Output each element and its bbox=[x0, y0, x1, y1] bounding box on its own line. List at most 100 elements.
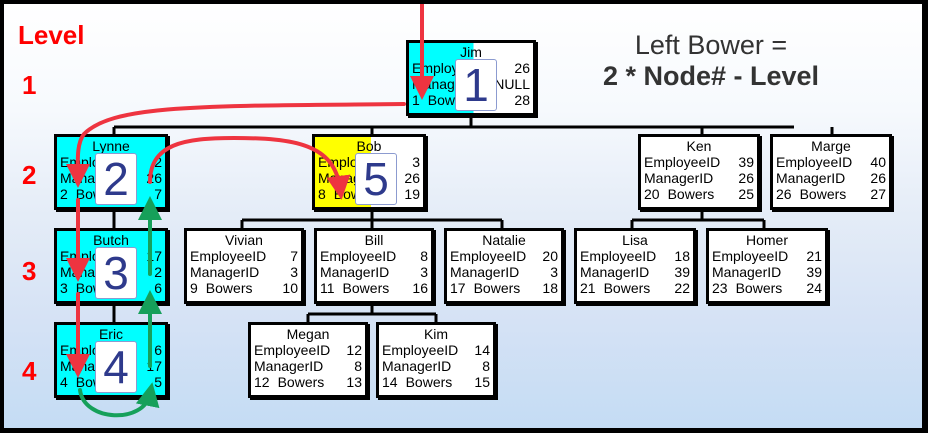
node-name: Jim bbox=[460, 44, 482, 60]
manager-id-label: ManagerID bbox=[580, 264, 650, 280]
manager-id-label: ManagerID bbox=[190, 264, 260, 280]
employee-id-label: EmployeeID bbox=[712, 248, 789, 264]
right-bower-value: 15 bbox=[474, 374, 490, 390]
node-name: Marge bbox=[811, 138, 851, 154]
left-bower-value: 21 bbox=[580, 280, 596, 296]
employee-id-label: EmployeeID bbox=[382, 342, 459, 358]
formula-line-2: 2 * Node# - Level bbox=[602, 61, 820, 91]
employee-id-value: 14 bbox=[474, 342, 490, 358]
left-bower-value: 20 bbox=[644, 186, 660, 202]
manager-id-value: 8 bbox=[482, 358, 490, 374]
node-name: Lisa bbox=[622, 232, 648, 248]
connector-bob-children bbox=[240, 212, 504, 230]
connector-bill-children bbox=[306, 306, 438, 324]
left-bower-value: 3 bbox=[60, 280, 68, 296]
employee-id-value: 26 bbox=[514, 60, 530, 76]
left-bower-value: 17 bbox=[450, 280, 466, 296]
left-bower-value: 11 bbox=[320, 280, 335, 296]
arrow-lynne-to-bob bbox=[148, 135, 351, 200]
right-bower-value: 13 bbox=[346, 374, 362, 390]
manager-id-label: ManagerID bbox=[776, 170, 846, 186]
right-bower-value: 10 bbox=[282, 280, 298, 296]
node-name: Bob bbox=[356, 138, 382, 154]
left-bower-value: 12 bbox=[254, 374, 270, 390]
manager-id-value: 8 bbox=[354, 358, 362, 374]
employee-id-label: EmployeeID bbox=[254, 342, 331, 358]
node-name: Bill bbox=[364, 232, 384, 248]
manager-id-value: 3 bbox=[420, 264, 428, 280]
employee-id-value: 12 bbox=[346, 342, 362, 358]
employee-id-label: EmployeeID bbox=[580, 248, 657, 264]
node-name: Lynne bbox=[92, 138, 130, 154]
employee-id-value: 20 bbox=[542, 248, 558, 264]
connector-ken-children bbox=[630, 212, 766, 230]
traversal-order-badge: 3 bbox=[95, 247, 137, 299]
left-bower-value: 4 bbox=[60, 374, 68, 390]
left-bower-value: 26 bbox=[776, 186, 792, 202]
bowers-label: Bowers bbox=[405, 374, 453, 390]
manager-id-label: ManagerID bbox=[320, 264, 390, 280]
employee-id-value: 6 bbox=[154, 342, 162, 358]
level-1-label: 1 bbox=[22, 70, 37, 100]
employee-id-label: EmployeeID bbox=[320, 248, 397, 264]
right-bower-value: 24 bbox=[806, 280, 822, 296]
nested-set-diagram: Level 1 2 3 4 Left Bower = 2 * Node# - L… bbox=[4, 4, 922, 428]
employee-id-value: 8 bbox=[420, 248, 428, 264]
employee-id-value: 39 bbox=[738, 154, 754, 170]
manager-id-label: ManagerID bbox=[712, 264, 782, 280]
level-3-label: 3 bbox=[22, 256, 37, 286]
right-bower-value: 19 bbox=[404, 186, 420, 202]
manager-id-value: NULL bbox=[494, 76, 530, 92]
right-bower-value: 27 bbox=[870, 186, 886, 202]
traversal-arrows bbox=[65, 4, 434, 418]
traversal-order-badge: 2 bbox=[95, 153, 137, 205]
manager-id-label: ManagerID bbox=[254, 358, 324, 374]
right-bower-value: 16 bbox=[412, 280, 428, 296]
bowers-label: Bowers bbox=[205, 280, 253, 296]
right-bower-value: 5 bbox=[154, 374, 162, 390]
manager-id-value: 2 bbox=[154, 264, 162, 280]
right-bower-value: 6 bbox=[154, 280, 162, 296]
left-bower-value: 2 bbox=[60, 186, 68, 202]
manager-id-label: ManagerID bbox=[450, 264, 520, 280]
manager-id-value: 39 bbox=[674, 264, 690, 280]
node-name: Eric bbox=[98, 326, 124, 342]
manager-id-label: ManagerID bbox=[382, 358, 452, 374]
bowers-label: Bowers bbox=[799, 186, 847, 202]
node-ken[interactable]: Ken EmployeeID 39 ManagerID 26 20 Bowers 25 bbox=[638, 134, 760, 210]
bowers-label: Bowers bbox=[473, 280, 521, 296]
arrow-jim-to-lynne bbox=[65, 102, 406, 188]
manager-id-value: 26 bbox=[404, 170, 420, 186]
employee-id-value: 40 bbox=[870, 154, 886, 170]
left-bower-value: 1 bbox=[412, 92, 420, 108]
employee-id-value: 3 bbox=[412, 154, 420, 170]
right-bower-value: 25 bbox=[738, 186, 754, 202]
node-name: Natalie bbox=[482, 232, 526, 248]
bowers-label: Bowers bbox=[603, 280, 651, 296]
bowers-label: Bowers bbox=[277, 374, 325, 390]
node-name: Vivian bbox=[225, 232, 263, 248]
left-bower-value: 23 bbox=[712, 280, 728, 296]
manager-id-value: 26 bbox=[738, 170, 754, 186]
left-bower-value: 14 bbox=[382, 374, 398, 390]
manager-id-label: ManagerID bbox=[644, 170, 714, 186]
employee-id-label: EmployeeID bbox=[776, 154, 853, 170]
employee-id-value: 7 bbox=[290, 248, 298, 264]
node-name: Kim bbox=[423, 326, 449, 342]
left-bower-value: 9 bbox=[190, 280, 198, 296]
right-bower-value: 18 bbox=[542, 280, 558, 296]
employee-id-label: EmployeeID bbox=[644, 154, 721, 170]
node-name: Homer bbox=[745, 232, 788, 248]
node-name: Megan bbox=[286, 326, 330, 342]
bowers-label: Bowers bbox=[667, 186, 715, 202]
node-name: Ken bbox=[686, 138, 712, 154]
